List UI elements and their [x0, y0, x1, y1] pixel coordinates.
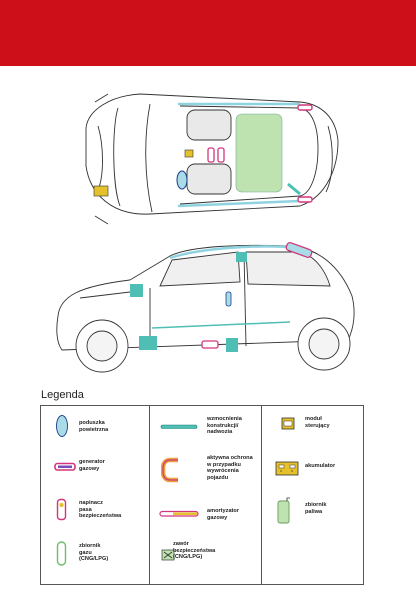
rescue-diagram — [56, 93, 355, 373]
legend-label: zawór bezpieczeństwa (CNG/LPG) — [173, 541, 216, 561]
legend-item-control-module: moduł sterujący — [261, 406, 365, 448]
legend-item-rollover-protection: aktywna ochrona w przypadku wywrócenia p… — [149, 451, 261, 499]
safety-valve-icon — [161, 549, 175, 561]
legend-label: poduszka powietrzna — [79, 420, 109, 433]
generator-top-1 — [297, 104, 313, 111]
car-side-view — [56, 244, 355, 373]
side-block-sill-front — [139, 336, 157, 350]
header-band — [0, 0, 416, 66]
side-block-front — [130, 284, 143, 297]
pretensioner-1 — [207, 147, 215, 163]
generator-top-2 — [297, 196, 313, 203]
gas-tank-icon — [56, 541, 67, 566]
gas-strut-icon — [159, 510, 199, 517]
legend-item-belt-pretensioner: napinacz pasa bezpieczeństwa — [41, 494, 149, 532]
legend-title: Legenda — [41, 389, 84, 401]
airbag-icon — [56, 415, 68, 437]
side-block-sill-rear — [226, 338, 238, 352]
legend-label: zbiornik gazu (CNG/LPG) — [79, 543, 109, 563]
legend-label: napinacz pasa bezpieczeństwa — [79, 500, 122, 520]
legend-label: generator gazowy — [79, 459, 105, 472]
fuel-tank-icon — [277, 497, 290, 524]
legend-label: akumulator — [305, 463, 336, 469]
legend-label: aktywna ochrona w przypadku wywrócenia p… — [207, 455, 253, 481]
rear-seat-area — [235, 113, 283, 193]
legend-label: zbiornik paliwa — [305, 502, 327, 515]
legend-label: moduł sterujący — [305, 416, 330, 429]
side-airbag-roof — [285, 241, 313, 259]
legend-label: amortyzator gazowy — [207, 508, 240, 521]
belt-pretensioner-icon — [56, 498, 67, 521]
side-block-bpillar — [236, 252, 247, 262]
battery-top — [93, 185, 109, 197]
control-module-icon — [281, 417, 295, 430]
legend-item-reinforcement: wzmocnienia konstrukcji/ nadwozia — [149, 406, 261, 448]
side-sill-reinforcement — [151, 321, 291, 329]
control-module-top — [184, 149, 194, 158]
rollover-protection-icon — [161, 457, 178, 483]
side-pretensioner — [225, 291, 232, 307]
roof-reinforcement-bottom — [177, 199, 301, 208]
legend-item-gas-strut: amortyzator gazowy — [149, 502, 261, 534]
reinforcement-icon — [160, 424, 198, 429]
airbag-top — [176, 170, 188, 190]
gas-generator-icon — [54, 462, 76, 471]
legend-divider — [261, 406, 262, 584]
battery-icon — [275, 461, 299, 476]
legend-item-airbag: poduszka powietrzna — [41, 406, 149, 448]
legend-divider — [149, 406, 150, 584]
side-generator — [201, 340, 219, 349]
pretensioner-2 — [217, 147, 225, 163]
legend-label: wzmocnienia konstrukcji/ nadwozia — [207, 416, 242, 436]
legend-item-gas-generator: generator gazowy — [41, 451, 149, 491]
legend-item-gas-tank: zbiornik gazu (CNG/LPG) — [41, 535, 149, 585]
legend-box: poduszka powietrzna generator gazowy nap… — [40, 405, 364, 585]
legend-item-fuel-tank: zbiornik paliwa — [261, 494, 365, 534]
rear-tank-line — [287, 182, 301, 196]
legend-item-safety-valve: zawór bezpieczeństwa (CNG/LPG) — [149, 535, 261, 585]
legend-item-battery: akumulator — [261, 451, 365, 491]
